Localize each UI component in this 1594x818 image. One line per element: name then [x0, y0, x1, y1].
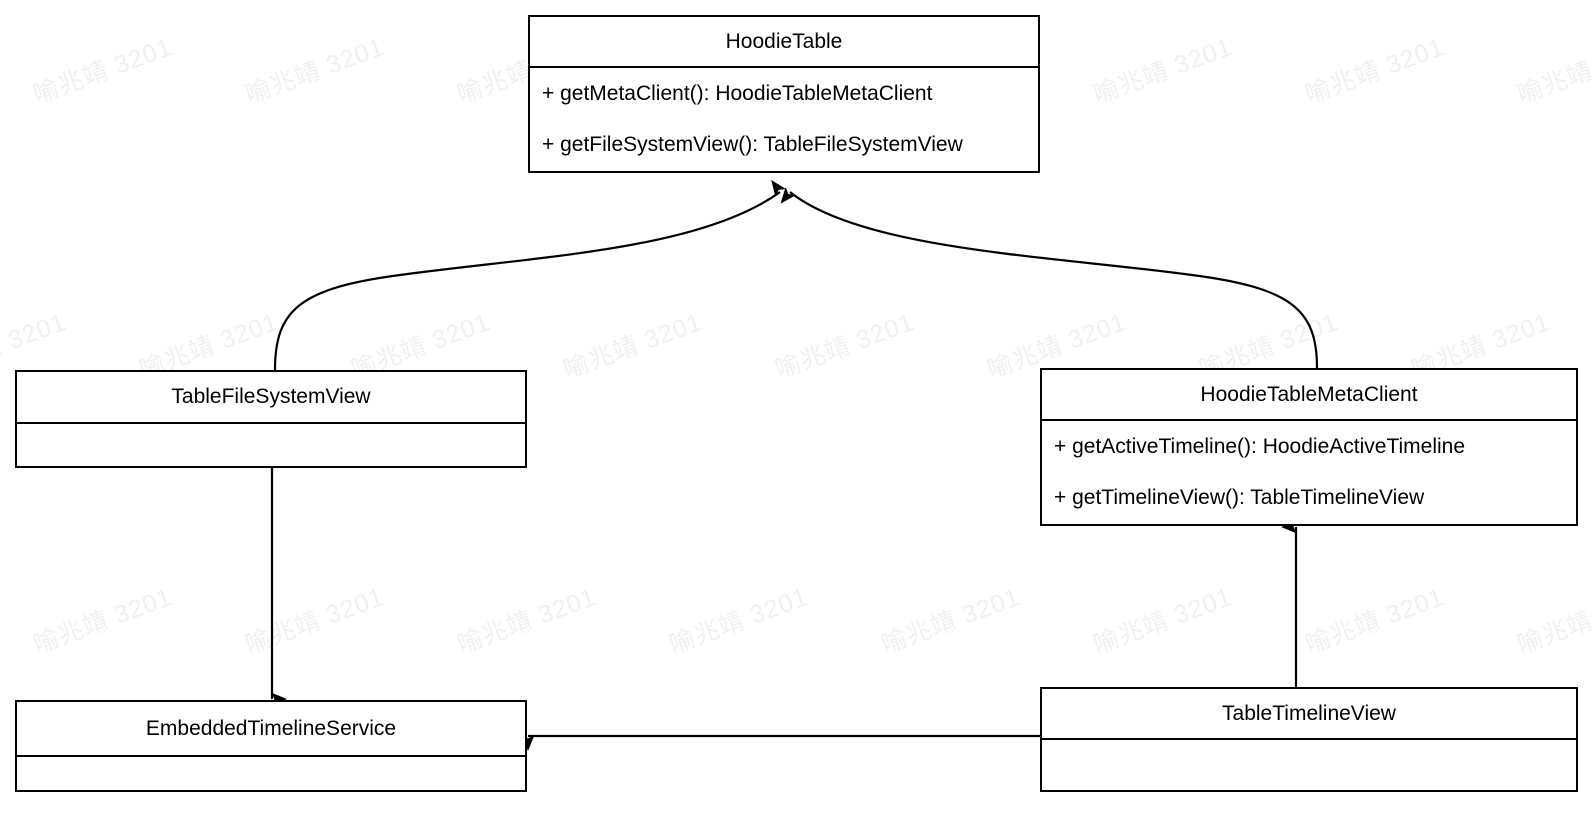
- uml-class-hoodietablemetaclient[interactable]: HoodieTableMetaClient + getActiveTimelin…: [1040, 368, 1578, 526]
- watermark-text: 喻兆靖 3201: [241, 33, 389, 110]
- class-members-hoodietable: + getMetaClient(): HoodieTableMetaClient…: [530, 68, 1038, 171]
- relation-hoodietablemetaclient-to-hoodietable: [780, 187, 1319, 369]
- class-member-getfilesystemview: + getFileSystemView(): TableFileSystemVi…: [542, 133, 963, 156]
- class-name-embeddedtimelineservice: EmbeddedTimelineService: [17, 702, 525, 757]
- uml-class-tabletimelineview[interactable]: TableTimelineView: [1040, 687, 1578, 792]
- watermark-text: 喻兆靖 3201: [1513, 583, 1594, 660]
- relation-tablefilesystemview-to-hoodietable: [273, 179, 786, 371]
- class-member-gettimelineview: + getTimelineView(): TableTimelineView: [1054, 486, 1425, 509]
- watermark-text: 喻兆靖 3201: [1089, 33, 1237, 110]
- watermark-text: 喻兆靖 3201: [877, 583, 1025, 660]
- class-member-getactivetimeline: + getActiveTimeline(): HoodieActiveTimel…: [1054, 435, 1466, 458]
- watermark-text: 喻兆靖 3201: [241, 583, 389, 660]
- watermark-text: 喻兆靖 3201: [453, 583, 601, 660]
- watermark-text: 喻兆靖 3201: [559, 308, 707, 385]
- class-name-tablefilesystemview: TableFileSystemView: [17, 372, 525, 424]
- watermark-text: 喻兆靖 3201: [1301, 583, 1449, 660]
- watermark-text: 喻兆靖 3201: [29, 33, 177, 110]
- class-name-hoodietable: HoodieTable: [530, 17, 1038, 68]
- class-name-hoodietablemetaclient: HoodieTableMetaClient: [1042, 370, 1576, 421]
- uml-class-tablefilesystemview[interactable]: TableFileSystemView: [15, 370, 527, 468]
- class-members-embeddedtimelineservice: [17, 757, 525, 790]
- uml-class-hoodietable[interactable]: HoodieTable + getMetaClient(): HoodieTab…: [528, 15, 1040, 173]
- class-members-tabletimelineview: [1042, 740, 1576, 790]
- class-members-hoodietablemetaclient: + getActiveTimeline(): HoodieActiveTimel…: [1042, 421, 1576, 524]
- class-member-getmetaclient: + getMetaClient(): HoodieTableMetaClient: [542, 82, 933, 105]
- watermark-text: 喻兆靖 3201: [29, 583, 177, 660]
- class-name-tabletimelineview: TableTimelineView: [1042, 689, 1576, 740]
- watermark-text: 喻兆靖 3201: [1301, 33, 1449, 110]
- watermark-text: 喻兆靖 3201: [665, 583, 813, 660]
- watermark-text: 喻兆靖 3201: [1513, 33, 1594, 110]
- class-members-tablefilesystemview: [17, 424, 525, 466]
- uml-class-embeddedtimelineservice[interactable]: EmbeddedTimelineService: [15, 700, 527, 792]
- watermark-text: 喻兆靖 3201: [771, 308, 919, 385]
- watermark-text: 喻兆靖 3201: [1089, 583, 1237, 660]
